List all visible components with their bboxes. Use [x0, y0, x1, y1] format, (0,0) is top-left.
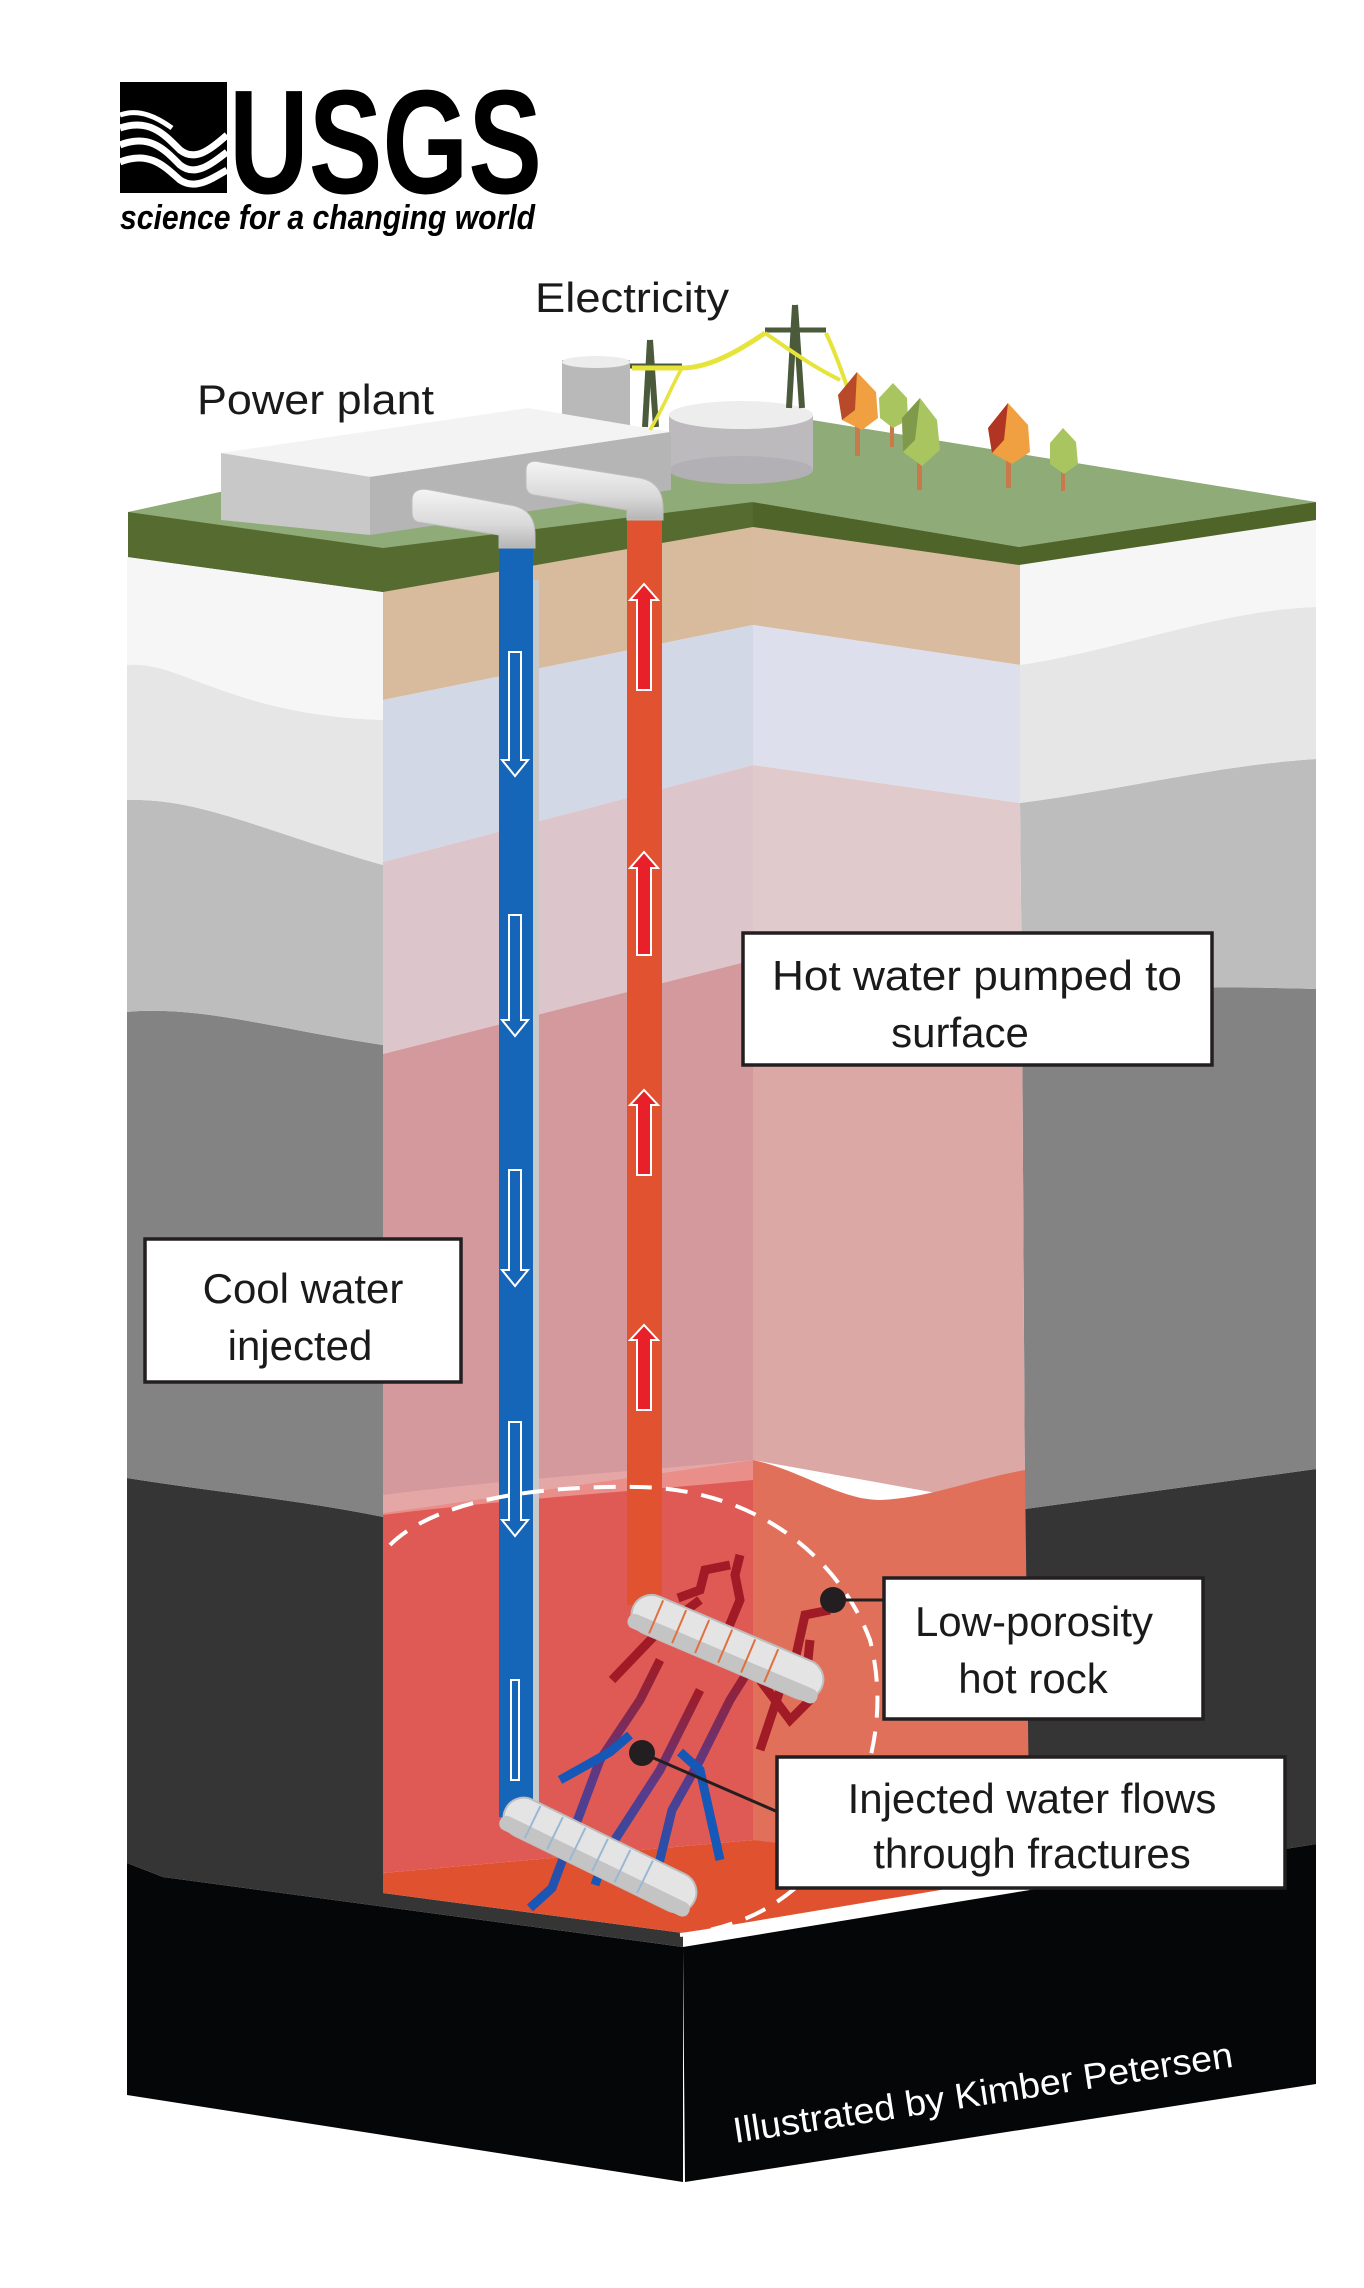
production-pipe-elbow: [525, 460, 664, 521]
grass-side-left-front: [128, 512, 383, 592]
soil-layer-right: [1019, 520, 1316, 665]
plant-stack-top: [562, 356, 630, 368]
up-arrow-icon: [627, 582, 661, 691]
pointer-dot-icon: [629, 1740, 655, 1766]
injection-pipe-marker: [510, 1679, 520, 1781]
rock-layer-dark-right: [1022, 987, 1316, 1509]
callout-hot-rock-line2: hot rock: [958, 1655, 1108, 1702]
callout-hot-rock: Low-porosity hot rock: [882, 1576, 1205, 1721]
trees: [838, 372, 1078, 491]
usgs-wave-mark-icon: [118, 82, 230, 193]
power-plant-label: Power plant: [197, 376, 434, 423]
callout-cool-water-line2: injected: [228, 1322, 373, 1369]
injection-well: [411, 488, 539, 1817]
injection-pipe: [499, 527, 533, 1817]
usgs-wordmark: USGS: [229, 60, 542, 225]
cut-wall-left-reservoir: [383, 1460, 753, 1873]
power-wire: [632, 330, 767, 371]
cut-wall-right-aquifer: [753, 625, 1020, 803]
bedrock-layer-left: [127, 1863, 683, 2182]
cut-wall-left-rock2: [383, 960, 753, 1513]
up-arrow-icon: [627, 850, 661, 956]
tree-icon: [838, 372, 878, 456]
down-arrow-icon: [499, 651, 531, 778]
stimulated-reservoir-boundary: [388, 1484, 880, 1937]
callout-cool-water-line1: Cool water: [203, 1265, 404, 1312]
down-arrow-icon: [499, 914, 531, 1038]
tree-icon: [902, 398, 940, 490]
power-wire: [763, 331, 841, 382]
main-building-front: [221, 453, 370, 535]
tree-icon: [988, 403, 1030, 488]
deep-rock-layer-left: [127, 1478, 683, 1947]
cutaway-section: [383, 520, 1030, 1933]
up-arrow-icon: [627, 1088, 661, 1176]
main-building-top: [221, 408, 671, 477]
rock-layer-light-left: [127, 664, 383, 865]
usgs-tagline: science for a changing world: [120, 199, 536, 237]
power-wire: [648, 367, 684, 431]
cooling-tank-bottom: [669, 456, 813, 484]
callout-cool-water: Cool water injected: [143, 1237, 463, 1384]
pylon-icon: [765, 304, 826, 409]
production-well: [525, 460, 664, 1605]
callout-hot-water: Hot water pumped to surface: [741, 931, 1214, 1067]
lower-lateral-wellbore: [499, 1796, 698, 1917]
electricity-label: Electricity: [535, 274, 729, 321]
callout-leader-fractures: [629, 1740, 779, 1814]
grass-side-right: [753, 502, 1316, 565]
callout-hot-rock-line1: Low-porosity: [915, 1598, 1153, 1645]
cooling-tank-top: [669, 401, 813, 429]
callout-fractures: Injected water flows through fractures: [775, 1755, 1287, 1890]
rock-layer-mid-left: [127, 799, 383, 1045]
pointer-dot-icon: [820, 1587, 846, 1613]
cut-wall-right-rock2: [753, 960, 1025, 1509]
callout-hot-water-line1: Hot water pumped to: [772, 952, 1182, 999]
down-arrow-icon: [499, 1421, 531, 1538]
rock-layer-light-right: [1020, 607, 1316, 803]
up-arrow-icon: [627, 1323, 661, 1411]
injection-pipe-elbow: [411, 488, 536, 549]
injection-pipe-shade: [533, 580, 539, 1817]
cut-wall-right-soil: [753, 520, 1020, 665]
tree-icon: [1050, 428, 1078, 491]
down-arrow-icon: [499, 1169, 531, 1288]
tree-icon: [879, 383, 908, 447]
upper-lateral-wellbore: [627, 1593, 825, 1704]
callout-fractures-line1: Injected water flows: [848, 1775, 1217, 1822]
bedrock-layer-right: [683, 1844, 1316, 2182]
soil-layer-left: [127, 557, 383, 720]
usgs-logo: USGS science for a changing world: [118, 60, 542, 237]
callout-fractures-line2: through fractures: [873, 1830, 1191, 1877]
callout-leader-hot-rock: [820, 1587, 885, 1613]
transmission-lines: [630, 304, 852, 431]
callout-hot-water-line2: surface: [891, 1009, 1029, 1056]
